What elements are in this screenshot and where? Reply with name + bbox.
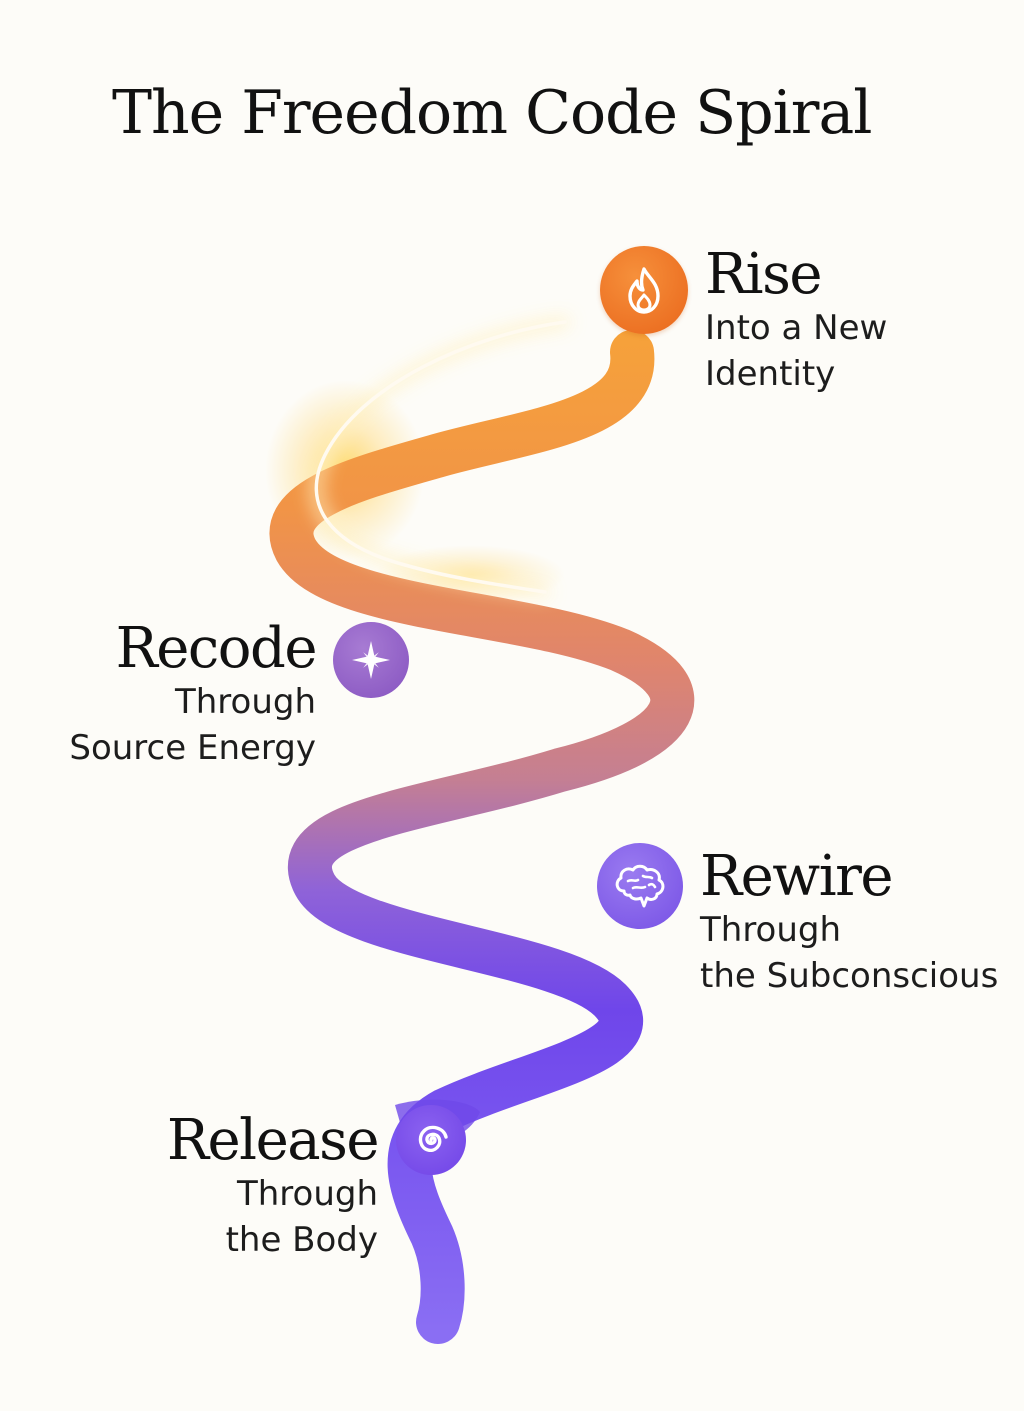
stage-recode-title: Recode — [69, 620, 316, 679]
stage-rewire-line2: the Subconscious — [700, 953, 998, 999]
stage-rewire: Rewire Through the Subconscious — [700, 848, 998, 999]
brain-icon — [597, 843, 683, 929]
stage-release: Release Through the Body — [167, 1112, 378, 1263]
stage-rise-title: Rise — [705, 246, 887, 305]
stage-release-title: Release — [167, 1112, 378, 1171]
stage-recode-line1: Through — [69, 679, 316, 725]
stage-release-line1: Through — [167, 1171, 378, 1217]
flame-icon — [600, 246, 688, 334]
stage-release-line2: the Body — [167, 1217, 378, 1263]
stage-recode: Recode Through Source Energy — [69, 620, 316, 771]
stage-recode-line2: Source Energy — [69, 725, 316, 771]
stage-rewire-line1: Through — [700, 907, 998, 953]
stage-rewire-title: Rewire — [700, 848, 998, 907]
sparkle-star-icon — [333, 622, 409, 698]
swirl-icon — [396, 1105, 466, 1175]
stage-rise-line1: Into a New — [705, 305, 887, 351]
stage-rise-line2: Identity — [705, 351, 887, 397]
stage-rise: Rise Into a New Identity — [705, 246, 887, 397]
page-title: The Freedom Code Spiral — [112, 78, 871, 148]
